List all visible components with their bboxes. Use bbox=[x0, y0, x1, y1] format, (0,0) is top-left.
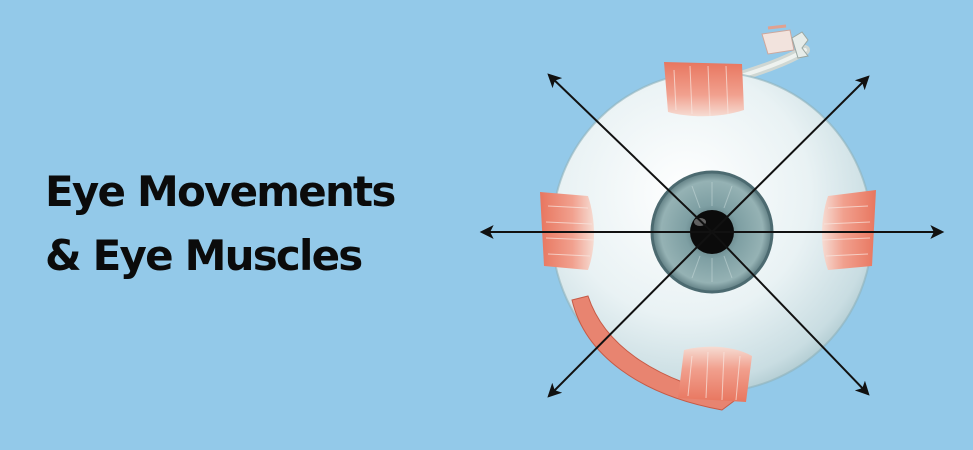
movement-arrows bbox=[479, 73, 945, 398]
arrow-down-left-icon bbox=[547, 231, 713, 398]
inferior-rectus-muscle bbox=[678, 346, 752, 402]
title-block: Eye Movements & Eye Muscles bbox=[45, 160, 465, 288]
eye-diagram-svg bbox=[479, 24, 945, 411]
eye-illustration bbox=[470, 0, 973, 450]
title-line-2: & Eye Muscles bbox=[45, 231, 363, 280]
medial-rectus-muscle bbox=[822, 190, 876, 270]
arrow-down-right-icon bbox=[711, 231, 870, 396]
optic-nerve bbox=[730, 24, 810, 83]
arrow-up-left-icon bbox=[547, 73, 713, 233]
title-line-1: Eye Movements bbox=[45, 167, 396, 216]
arrow-up-right-icon bbox=[711, 75, 870, 233]
superior-rectus-muscle bbox=[664, 62, 744, 117]
